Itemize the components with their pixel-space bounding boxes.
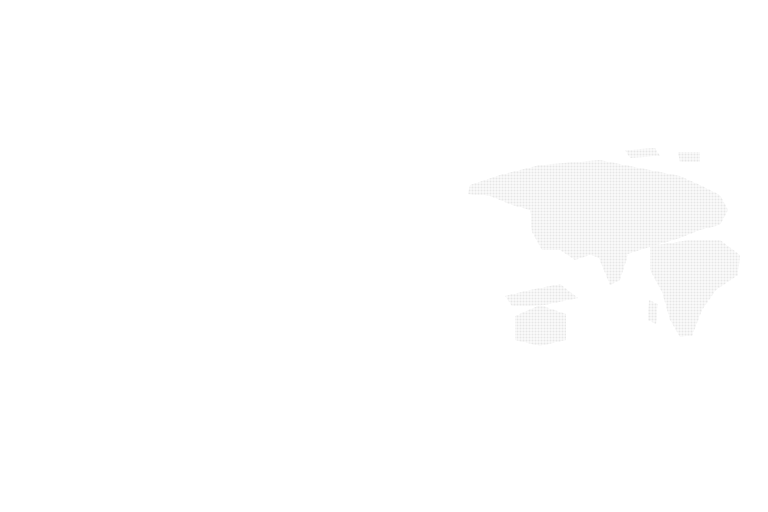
- map-region-north-islands: [625, 148, 660, 158]
- map-region-africa: [650, 240, 740, 337]
- map-region-madagascar: [648, 300, 658, 324]
- map-region-southeast-asia: [505, 284, 578, 306]
- map-region-india: [598, 255, 628, 285]
- map-region-eurasia: [468, 160, 728, 262]
- map-region-north-islands-2: [678, 152, 700, 162]
- map-region-australia: [515, 305, 566, 346]
